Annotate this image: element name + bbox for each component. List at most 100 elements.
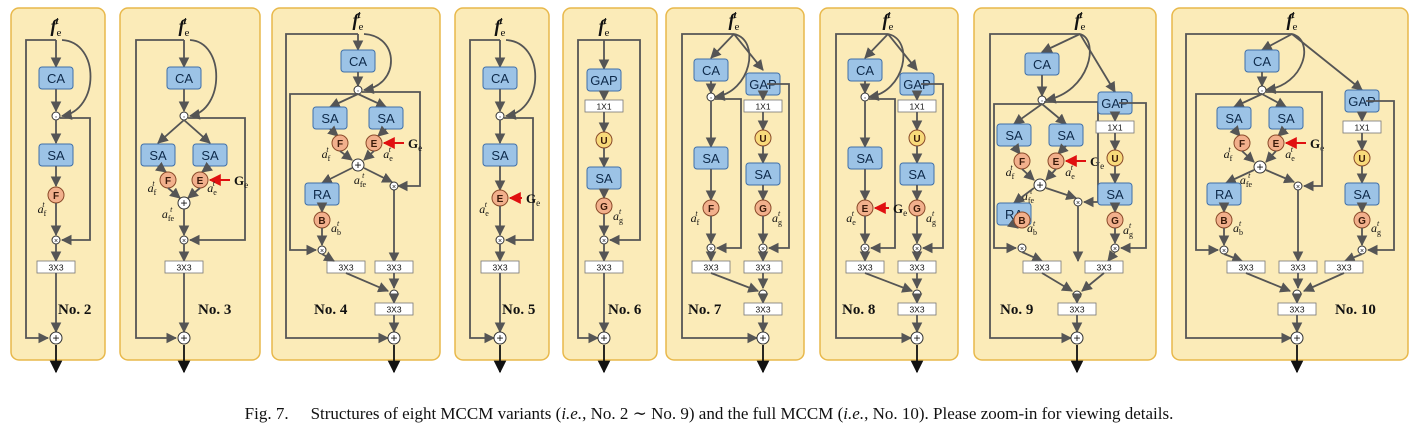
conv-label: 3X3 bbox=[857, 263, 872, 273]
ra-label: RA bbox=[1215, 187, 1233, 202]
attention-map-label: agt bbox=[1371, 219, 1381, 237]
caption-ie-2: i.e. bbox=[843, 404, 865, 423]
attention-map-label: aft bbox=[148, 179, 157, 197]
connector bbox=[1265, 169, 1295, 184]
add-op bbox=[177, 331, 191, 345]
variant-label: No. 5 bbox=[502, 302, 535, 318]
attention-map-label: aft bbox=[322, 145, 331, 163]
caption-label: Fig. 7. bbox=[244, 404, 289, 423]
b-gate-label: B bbox=[1220, 216, 1227, 227]
multiply-op-symbol: × bbox=[602, 238, 606, 245]
b-gate bbox=[1013, 211, 1031, 229]
sa-label: SA bbox=[702, 151, 720, 166]
conv-label: 3X3 bbox=[1096, 263, 1111, 273]
conv-label: 3X3 bbox=[48, 263, 63, 273]
panel-background bbox=[665, 7, 805, 361]
multiply-op-symbol: × bbox=[1222, 248, 1226, 255]
conv-label: 1X1 bbox=[755, 102, 770, 112]
connector bbox=[201, 161, 214, 173]
multiply-op-symbol: × bbox=[863, 246, 867, 253]
connector bbox=[1225, 169, 1255, 184]
connector bbox=[1057, 143, 1069, 155]
f-gate-label: F bbox=[337, 139, 343, 150]
conv-label: 3X3 bbox=[909, 305, 924, 315]
connector bbox=[1366, 100, 1395, 256]
add-op bbox=[493, 331, 507, 345]
connector bbox=[504, 39, 536, 120]
g-gate-label: G bbox=[1111, 216, 1119, 227]
connector bbox=[187, 187, 201, 199]
conv-label: 3X3 bbox=[176, 263, 191, 273]
add-op bbox=[49, 331, 63, 345]
e-gate-label: E bbox=[497, 194, 504, 205]
connector bbox=[167, 187, 181, 199]
multiply-op bbox=[389, 181, 399, 191]
connector bbox=[154, 161, 167, 173]
multiply-op-symbol: × bbox=[915, 246, 919, 253]
attention-map-label: aft bbox=[38, 200, 47, 218]
caption-ie-1: i.e. bbox=[561, 404, 583, 423]
multiply-op-symbol: × bbox=[709, 246, 713, 253]
sa-label: SA bbox=[149, 148, 167, 163]
ra-label: RA bbox=[313, 187, 331, 202]
add-op bbox=[387, 331, 401, 345]
connector bbox=[363, 149, 375, 161]
attention-map-label: aet bbox=[1065, 163, 1075, 181]
dot-op-symbol: · bbox=[863, 93, 866, 104]
connector bbox=[1021, 168, 1035, 181]
input-feature-label: fet bbox=[353, 9, 364, 33]
sa-label: SA bbox=[595, 171, 613, 186]
sa-label: SA bbox=[1353, 187, 1371, 202]
multiply-op-symbol: × bbox=[1076, 200, 1080, 207]
variant-label: No. 9 bbox=[1000, 302, 1033, 318]
u-gate-label: U bbox=[913, 134, 920, 145]
connector bbox=[157, 119, 185, 144]
connector bbox=[188, 117, 246, 246]
conv-label: 3X3 bbox=[755, 305, 770, 315]
connector bbox=[604, 39, 641, 246]
add-op-symbol: + bbox=[759, 331, 766, 345]
gap-label: GAP bbox=[1101, 96, 1128, 111]
connector bbox=[1344, 252, 1363, 263]
connector bbox=[377, 125, 389, 137]
multiply-op-symbol: × bbox=[1020, 246, 1024, 253]
attention-map-label: aet bbox=[383, 145, 393, 163]
multiply-op-symbol: × bbox=[320, 248, 324, 255]
connector bbox=[681, 33, 759, 344]
add-op-symbol: + bbox=[1256, 160, 1263, 174]
f-gate-label: F bbox=[165, 176, 171, 187]
connector bbox=[1229, 125, 1241, 137]
dot-op-symbol: · bbox=[1040, 96, 1043, 107]
b-gate-label: B bbox=[1018, 216, 1025, 227]
connector bbox=[1081, 272, 1105, 292]
conv-label: 3X3 bbox=[1336, 263, 1351, 273]
gap-label: GAP bbox=[590, 73, 617, 88]
connector bbox=[183, 119, 211, 144]
b-gate-label: B bbox=[318, 216, 325, 227]
connector bbox=[1195, 93, 1262, 256]
sa-label: SA bbox=[201, 148, 219, 163]
add-op bbox=[756, 331, 770, 345]
attention-map-label: afet bbox=[162, 205, 175, 223]
conv-label: 3X3 bbox=[386, 305, 401, 315]
conv-label: 3X3 bbox=[338, 263, 353, 273]
attention-map-label: agt bbox=[1123, 221, 1133, 239]
dot-op-symbol: · bbox=[356, 86, 359, 97]
sa-label: SA bbox=[908, 167, 926, 182]
connector bbox=[1107, 250, 1119, 262]
conv-label: 3X3 bbox=[703, 263, 718, 273]
connector bbox=[1303, 272, 1345, 292]
attention-map-label: agt bbox=[613, 207, 623, 225]
connector bbox=[869, 98, 896, 254]
connector bbox=[345, 272, 389, 293]
attention-map-label: aft bbox=[1006, 163, 1015, 181]
sa-label: SA bbox=[47, 148, 65, 163]
input-feature-label: fet bbox=[1287, 9, 1298, 33]
dot-op-symbol: · bbox=[1260, 86, 1263, 97]
conv-label: 3X3 bbox=[1290, 263, 1305, 273]
